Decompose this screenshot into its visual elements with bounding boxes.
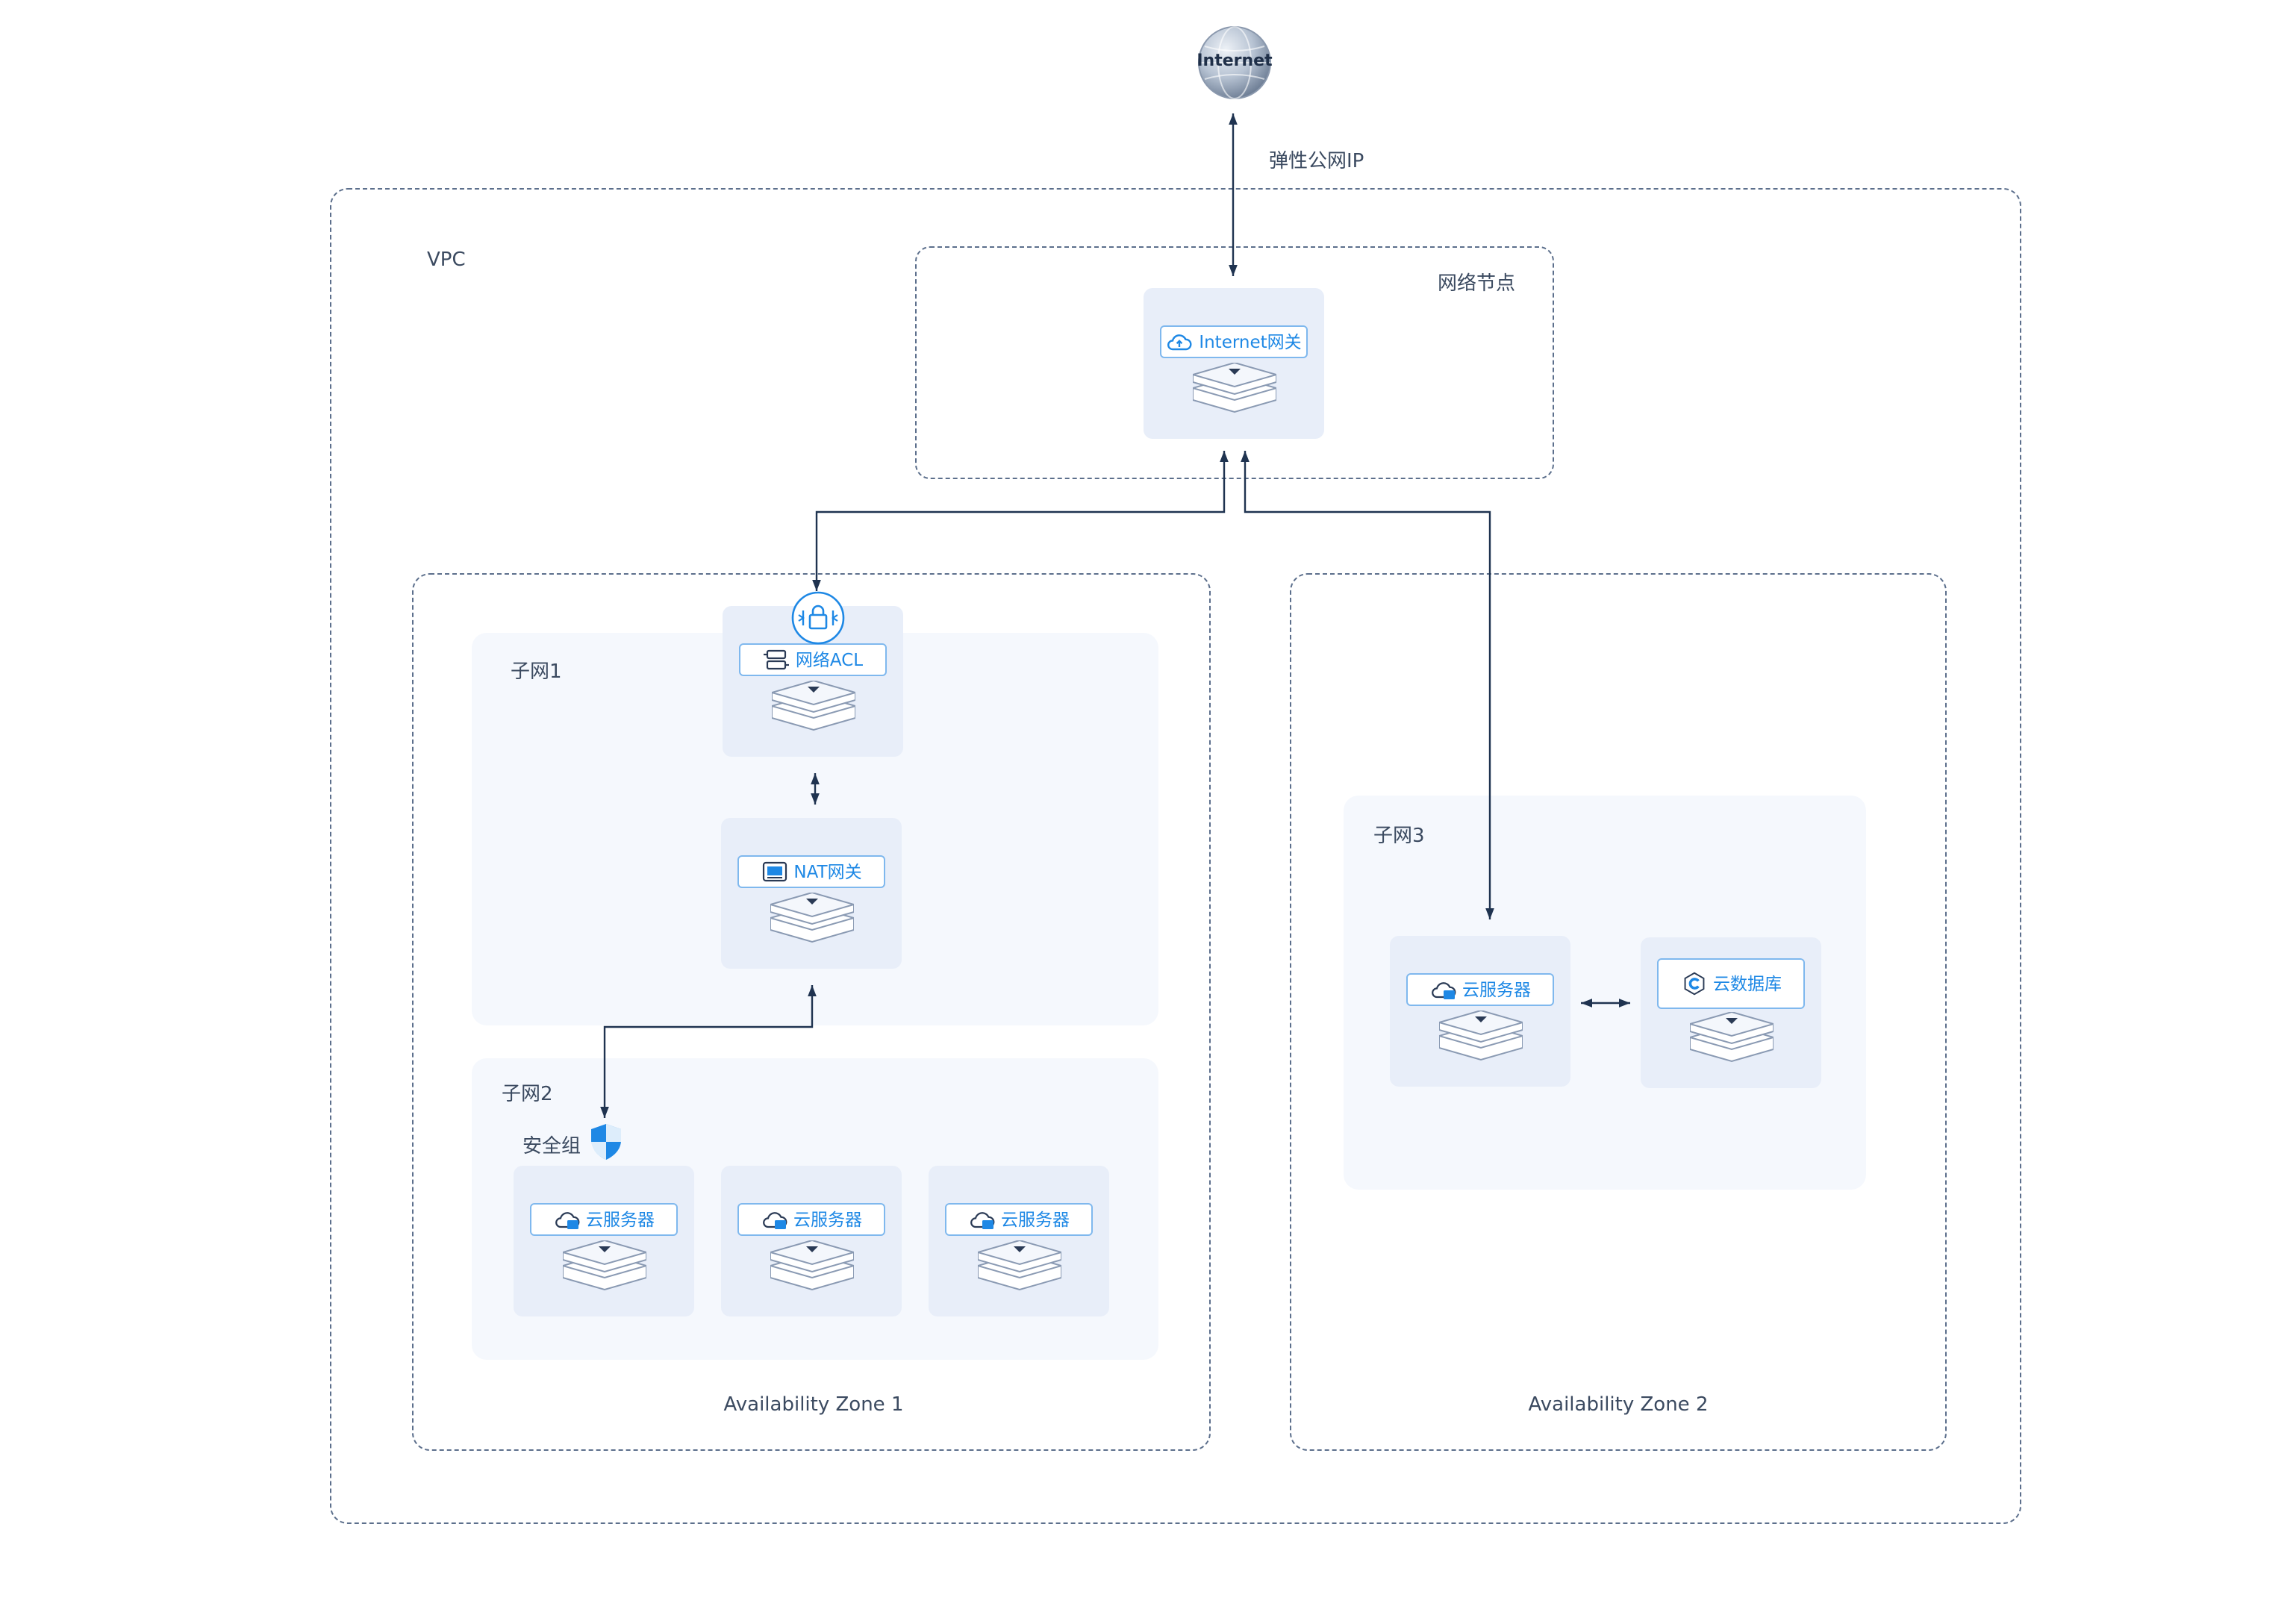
layer-stack-icon [770, 1240, 854, 1291]
cloud-server-label: 云服务器 [793, 1209, 862, 1230]
cloud-server-node[interactable]: 云服务器 [721, 1166, 902, 1316]
cloud-database-label: 云数据库 [1713, 973, 1782, 994]
vpc-boundary [330, 188, 2021, 1524]
network-acl-badge: 网络ACL [739, 643, 887, 676]
cloud-database-node[interactable]: 云数据库 [1641, 937, 1821, 1088]
cloud-server-icon [1431, 982, 1456, 999]
layer-stack-icon [563, 1240, 646, 1291]
layer-stack-icon [772, 681, 855, 731]
network-node-label: 网络节点 [1438, 273, 1516, 296]
globe-icon [1198, 26, 1271, 99]
cloud-server-icon [970, 1212, 994, 1229]
layer-stack-icon [978, 1240, 1061, 1291]
cloud-server-label: 云服务器 [586, 1209, 655, 1230]
cloud-server-icon [555, 1212, 579, 1229]
nat-gateway-badge: NAT网关 [737, 855, 885, 888]
cloud-server-badge: 云服务器 [737, 1203, 885, 1236]
subnet-3-cloud-server-node[interactable]: 云服务器 [1390, 936, 1570, 1087]
cloud-server-node[interactable]: 云服务器 [514, 1166, 694, 1316]
cloud-database-badge: 云数据库 [1657, 958, 1805, 1009]
availability-zone-2-label: Availability Zone 2 [1528, 1394, 1709, 1416]
cloud-upload-icon [1167, 334, 1192, 351]
internet-gateway-node[interactable]: Internet网关 [1144, 288, 1324, 439]
vpc-label: VPC [427, 249, 466, 272]
lock-acl-icon [791, 591, 845, 645]
cloud-server-node[interactable]: 云服务器 [929, 1166, 1109, 1316]
nat-gateway-node[interactable]: NAT网关 [721, 818, 902, 969]
cloud-server-label: 云服务器 [1462, 979, 1531, 1000]
nat-subnet2-link [600, 985, 817, 1118]
cloud-server-badge: 云服务器 [945, 1203, 1093, 1236]
network-acl-label: 网络ACL [795, 649, 864, 670]
shield-icon [591, 1124, 621, 1160]
server-rack-icon [763, 649, 789, 670]
security-group-label: 安全组 [522, 1136, 581, 1158]
layer-stack-icon [1439, 1011, 1523, 1061]
nat-gateway-label: NAT网关 [793, 861, 862, 882]
eip-label: 弹性公网IP [1269, 151, 1364, 173]
gateway-acl-link [812, 451, 1229, 591]
cloud-server-badge: 云服务器 [530, 1203, 678, 1236]
subnet-1-label: 子网1 [511, 661, 562, 684]
gateway-subnet3-link [1241, 451, 1494, 919]
cloud-server-label: 云服务器 [1001, 1209, 1070, 1230]
internet-gateway-badge: Internet网关 [1160, 325, 1308, 358]
cloud-server-icon [762, 1212, 787, 1229]
database-icon [1683, 972, 1704, 996]
availability-zone-1 [412, 573, 1211, 1451]
cloud-server-badge: 云服务器 [1406, 973, 1554, 1006]
layer-stack-icon [1193, 363, 1276, 413]
subnet-2-label: 子网2 [502, 1084, 553, 1106]
availability-zone-2 [1290, 573, 1947, 1451]
internet-label: Internet [1197, 51, 1273, 70]
nat-gateway-icon [762, 861, 787, 882]
internet-gateway-label: Internet网关 [1199, 331, 1302, 352]
layer-stack-icon [1690, 1012, 1774, 1063]
availability-zone-1-label: Availability Zone 1 [723, 1394, 904, 1416]
layer-stack-icon [770, 893, 854, 943]
